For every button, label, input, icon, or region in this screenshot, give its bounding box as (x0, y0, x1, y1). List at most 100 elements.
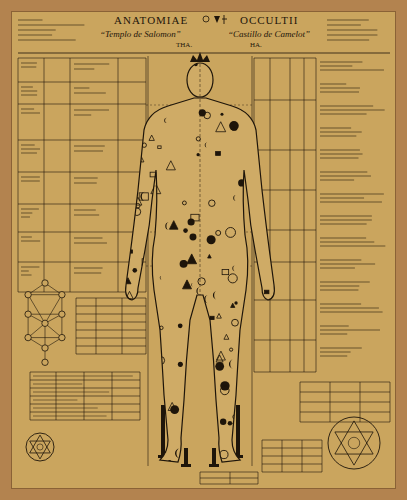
symbol-triangle (135, 153, 143, 161)
symbol-triangle (217, 313, 222, 318)
tiny-text-stroke (320, 304, 361, 305)
table-rule (76, 322, 146, 323)
symbol-crescent (165, 222, 169, 230)
symbol-dot (267, 84, 272, 89)
tiny-text-stroke (33, 416, 107, 417)
symbol-dot (180, 260, 188, 268)
symbol-triangle (187, 402, 196, 411)
table-rule (300, 422, 390, 423)
symbol-dot (183, 228, 188, 233)
table-rule (76, 306, 146, 307)
symbol-crescent (175, 448, 180, 458)
symbol-square (222, 269, 229, 274)
table-rule (270, 58, 271, 372)
table-rule (70, 58, 71, 292)
symbol-ring (233, 415, 238, 420)
symbol-triangle (166, 161, 175, 170)
symbol-square (123, 106, 131, 113)
symbol-square (243, 332, 253, 340)
star-center (348, 437, 359, 448)
tiny-text-stroke (74, 64, 109, 65)
table-rule (254, 300, 316, 301)
tiny-text-stroke (18, 30, 56, 31)
spine-line (200, 64, 201, 300)
symbol-triangle (216, 355, 223, 362)
table-rule (262, 456, 322, 457)
table-rule (18, 82, 146, 83)
star-triangle (335, 421, 373, 454)
symbol-crescent (140, 158, 142, 163)
symbol-dot (234, 301, 237, 304)
table-rule (30, 420, 140, 421)
symbol-dot (138, 398, 143, 403)
symbol-triangle (216, 67, 223, 74)
tiny-text-stroke (320, 224, 367, 225)
table-rule (300, 412, 390, 413)
symbol-ring (130, 336, 139, 345)
table-rule (18, 172, 146, 173)
sephira (59, 292, 65, 298)
symbol-triangle (151, 184, 161, 194)
table-rule (76, 330, 146, 331)
symbol-square (210, 316, 214, 319)
table-rule (300, 392, 390, 393)
crown-symbol (190, 52, 210, 62)
symbol-dot (153, 331, 159, 337)
symbol-square (142, 259, 150, 266)
tiny-text-stroke (320, 92, 359, 93)
symbol-crescent (198, 409, 200, 413)
tiny-text-stroke (21, 275, 32, 276)
symbol-triangle (158, 421, 163, 426)
symbol-triangle (142, 428, 151, 437)
table-rule (262, 448, 322, 449)
table-rule (76, 298, 77, 354)
tiny-text-stroke (21, 87, 33, 88)
title-word: ANATOMIAE (114, 14, 188, 26)
tiny-text-stroke (320, 176, 371, 177)
symbol-triangle (241, 101, 250, 110)
tiny-text-stroke (74, 215, 99, 216)
table-rule (118, 58, 119, 292)
table-rule (18, 140, 146, 141)
tiny-text-stroke (320, 216, 372, 217)
table-rule (262, 464, 322, 465)
tiny-text-stroke (21, 109, 34, 110)
pillar (184, 448, 188, 464)
table-rule (254, 100, 316, 101)
star-ring (328, 417, 380, 469)
symbol-square (272, 143, 278, 148)
symbol-ring (157, 357, 165, 365)
table-rule (96, 298, 97, 354)
symbol-ring (134, 316, 138, 320)
tiny-text-stroke (21, 177, 40, 178)
symbol-ring (220, 386, 229, 395)
symbol-triangle (232, 126, 236, 130)
human-figure (123, 52, 278, 464)
symbol-dot (233, 421, 237, 425)
symbol-ring (125, 115, 128, 118)
symbol-dot (129, 174, 138, 183)
tree-path (28, 295, 45, 324)
tiny-text-stroke (320, 110, 385, 111)
symbol-square (158, 146, 161, 149)
tiny-text-stroke (327, 20, 369, 21)
table-rule (304, 58, 305, 372)
table-rule (200, 472, 258, 473)
title-word: OCCULTII (240, 14, 298, 26)
tiny-text-stroke (320, 194, 384, 195)
sephira (59, 334, 65, 340)
sephira (42, 359, 48, 365)
symbol-crescent (223, 77, 228, 87)
symbol-dot (267, 376, 272, 381)
symbol-crescent (233, 195, 236, 201)
tiny-text-stroke (74, 146, 105, 147)
symbol-dot (160, 91, 167, 98)
symbol-triangle (183, 280, 192, 289)
tiny-text-stroke (21, 63, 37, 64)
symbol-square (150, 448, 158, 454)
symbol-triangle (265, 409, 270, 414)
symbol-triangle (240, 350, 249, 359)
tiny-text-stroke (21, 95, 37, 96)
column-line (252, 56, 253, 466)
symbol-dot (207, 410, 215, 418)
